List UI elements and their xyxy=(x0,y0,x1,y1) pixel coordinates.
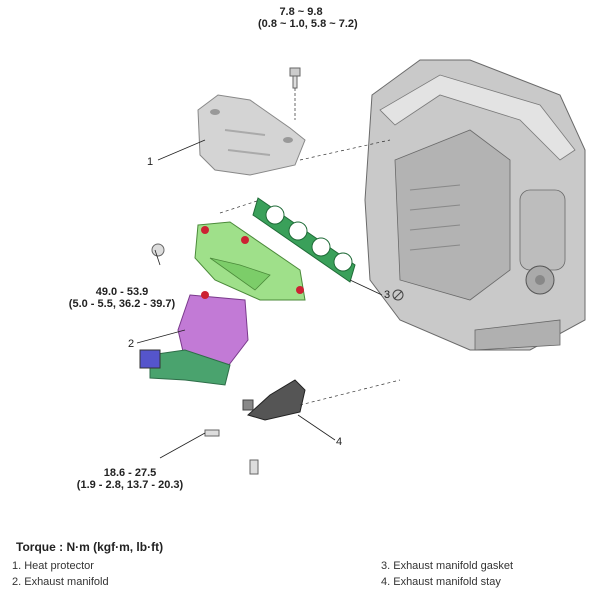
torque-label-protector-bolt: 7.8 ~ 9.8 (0.8 ~ 1.0, 5.8 ~ 7.2) xyxy=(258,6,358,30)
manifold-nut-part xyxy=(151,243,165,257)
alignment-lines xyxy=(219,139,401,406)
callout-3: 3 xyxy=(384,289,391,301)
legend-item-4: 4. Exhaust manifold stay xyxy=(381,576,501,588)
gasket-part xyxy=(252,197,356,283)
legend-item-2: 2. Exhaust manifold xyxy=(12,576,109,588)
callout-1: 1 xyxy=(147,156,154,168)
heat-protector-part xyxy=(197,94,306,176)
torque-label-manifold-nut: 49.0 - 53.9 (5.0 - 5.5, 36.2 - 39.7) xyxy=(68,286,176,310)
leader-lines xyxy=(136,139,383,459)
engine-block xyxy=(364,59,586,351)
torque-unit-title: Torque : N·m (kgf·m, lb·ft) xyxy=(16,540,164,554)
legend-item-1: 1. Heat protector xyxy=(12,560,94,572)
exploded-view-diagram xyxy=(136,59,586,475)
do-not-reuse-icon xyxy=(392,289,404,301)
legend-item-3: 3. Exhaust manifold gasket xyxy=(381,560,514,572)
protector-bolt-part xyxy=(289,67,301,89)
exhaust-manifold-part xyxy=(139,221,306,386)
callout-4: 4 xyxy=(336,436,343,448)
callout-2: 2 xyxy=(128,338,135,350)
stay-bolt-part xyxy=(204,429,259,475)
torque-label-stay-bolt: 18.6 - 27.5 (1.9 - 2.8, 13.7 - 20.3) xyxy=(76,467,184,491)
manifold-stay-part xyxy=(242,379,306,421)
